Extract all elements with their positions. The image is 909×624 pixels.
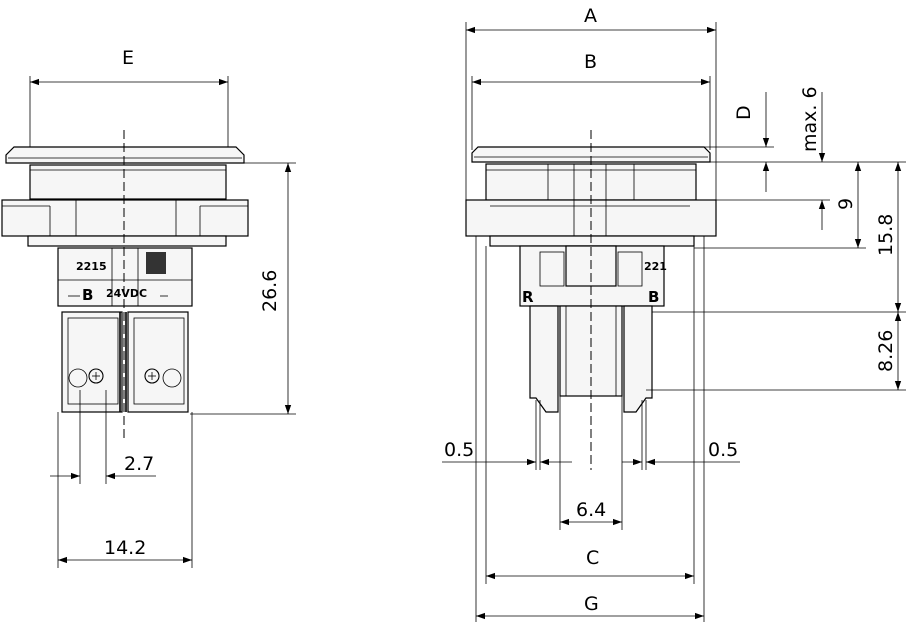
dim-6-4-label: 6.4	[576, 499, 606, 521]
terminal-b-label-right: B	[648, 288, 659, 306]
terminal-r-label: R	[522, 288, 534, 306]
mounting-nut	[1, 199, 249, 237]
terminal-b-label-left: B	[82, 286, 93, 304]
terminal-block-right	[127, 311, 189, 413]
data-matrix-code	[146, 252, 166, 274]
dim-a-label: A	[584, 5, 597, 27]
dim-8-26-label: 8.26	[875, 330, 897, 372]
dim-9-label: 9	[835, 198, 857, 210]
side-view: 2215 B 24VDC E 26.6 2.7	[1, 47, 296, 568]
code-label-right: 221	[644, 260, 667, 273]
dim-15-8-label: 15.8	[875, 214, 897, 256]
button-cap	[5, 146, 245, 164]
dim-26-6-label: 26.6	[259, 270, 281, 312]
collar	[29, 164, 227, 200]
dim-e-label: E	[122, 47, 134, 69]
terminal-left-side	[529, 305, 559, 413]
front-view: R B 221 A B D max. 6 9	[442, 5, 906, 622]
screw-left	[88, 368, 104, 384]
voltage-label: 24VDC	[106, 287, 147, 300]
screw-right	[144, 368, 160, 384]
switch-body	[57, 247, 193, 307]
dim-2-7-label: 2.7	[124, 453, 154, 475]
dim-b-label: B	[584, 51, 597, 73]
terminal-right-side	[623, 305, 653, 413]
dim-d-label: D	[733, 105, 755, 120]
dim-g-label: G	[584, 593, 599, 615]
code-label-left: 2215	[76, 260, 107, 273]
dim-14-2-label: 14.2	[104, 537, 146, 559]
terminal-block-left	[61, 311, 123, 413]
dim-0-5-left-label: 0.5	[444, 439, 474, 461]
mounting-nut-right	[465, 199, 717, 237]
dim-c-label: C	[586, 547, 599, 569]
dim-max6-label: max. 6	[799, 86, 821, 152]
dim-0-5-right-label: 0.5	[708, 439, 738, 461]
